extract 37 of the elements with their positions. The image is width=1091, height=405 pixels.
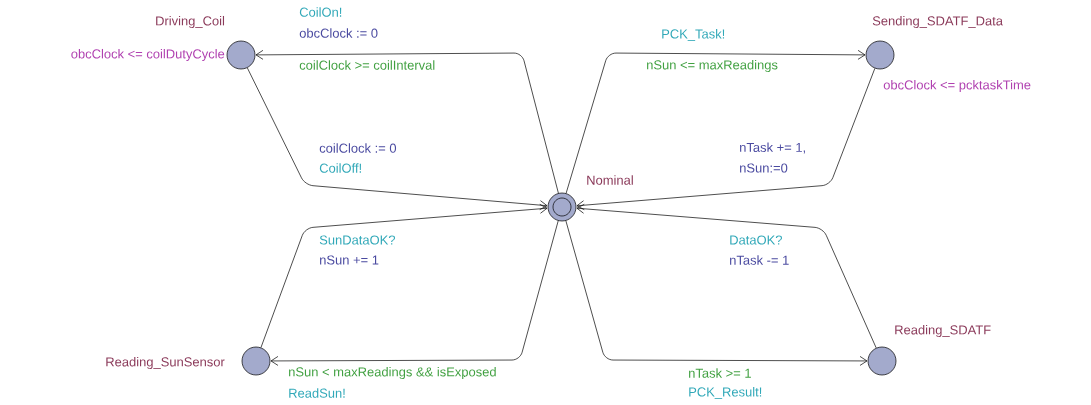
state-circle — [867, 346, 897, 376]
state-circle — [226, 40, 256, 70]
edge-label: PCK_Result! — [687, 386, 764, 400]
edge-label: coilClock >= coilInterval — [298, 59, 437, 71]
edge-label: CoilOff! — [318, 162, 364, 174]
arrow — [260, 203, 548, 348]
state-name: Reading_SDATF — [895, 324, 991, 338]
edge-label: nTask += 1, — [738, 141, 808, 155]
arrow — [565, 50, 866, 194]
state-name: Sending_SDATF_Data — [872, 15, 1003, 29]
invariant-label: obcClock <= coilDutyCycle — [71, 48, 225, 62]
edge-label: ReadSun! — [287, 387, 347, 399]
edge-label: nTask >= 1 — [687, 367, 753, 379]
edge-label: coilClock := 0 — [318, 142, 398, 154]
state-circle — [547, 192, 577, 222]
arrow — [255, 50, 559, 194]
edge-label: CoilOn! — [298, 6, 344, 18]
arrow — [576, 203, 877, 349]
edge-label: nSun < maxReadings && isExposed — [287, 365, 498, 381]
edge-label: DataOK? — [728, 234, 784, 246]
invariant-label: obcClock <= pcktaskTime — [883, 79, 1031, 93]
arrow — [565, 220, 868, 366]
state-circle — [865, 40, 895, 70]
edge-label: obcClock := 0 — [298, 27, 379, 39]
edge-label: nTask -= 1 — [728, 254, 791, 266]
state-name: Reading_SunSensor — [106, 356, 225, 370]
arrow — [247, 67, 548, 210]
edge-label: nSun += 1 — [318, 254, 380, 266]
edge-label: PCK_Task! — [660, 28, 727, 42]
state-circle — [241, 346, 271, 376]
arrow — [576, 68, 876, 211]
edge-label: nSun:=0 — [738, 162, 789, 174]
arrow — [270, 220, 559, 366]
state-name: Driving_Coil — [156, 15, 225, 29]
edge-label: SunDataOK? — [318, 234, 397, 246]
state-name: Nominal — [587, 175, 633, 185]
edge-label: nSun <= maxReadings — [645, 58, 779, 74]
